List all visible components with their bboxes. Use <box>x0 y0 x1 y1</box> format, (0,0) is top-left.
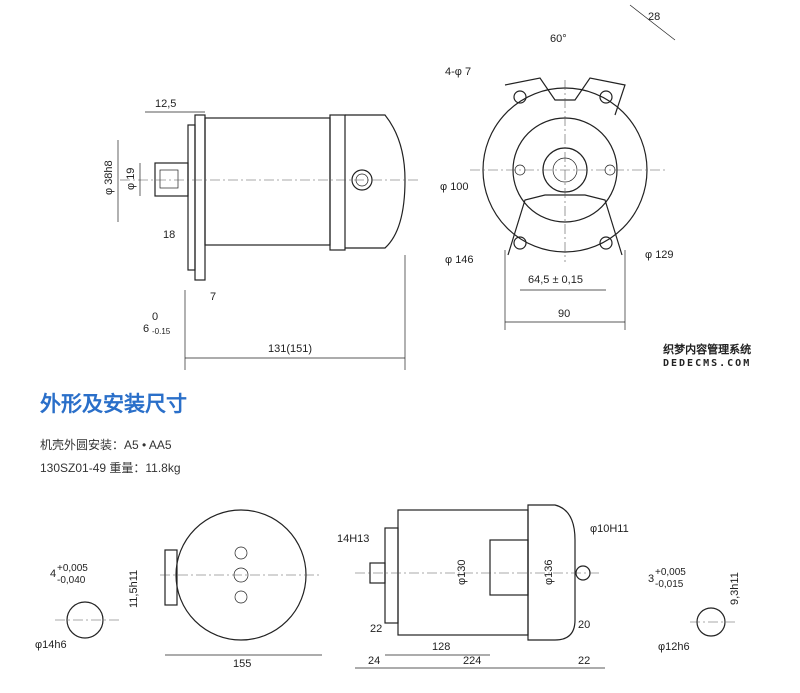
angle-60: 60° <box>550 33 567 45</box>
dim-phi19: φ 19 <box>125 168 137 190</box>
phi10h11: φ10H11 <box>590 523 629 535</box>
phi146: φ 146 <box>445 254 474 266</box>
watermark-line2: DEDECMS.COM <box>663 358 752 369</box>
dim-tol-0: 0 <box>152 311 158 323</box>
phi100: φ 100 <box>440 181 469 193</box>
dim-28: 28 <box>648 11 660 23</box>
holes-4-phi7: 4-φ 7 <box>445 66 471 78</box>
bottom-views: 4 +0,005 -0,040 11,5h11 φ14h6 155 14H13 … <box>35 504 741 670</box>
dim-6-tol: -0.15 <box>152 327 171 336</box>
top-side-view: 12,5 φ 38h8 φ 19 18 7 0 6 -0.15 131(151) <box>103 98 420 370</box>
right-shaft-diameter: φ12h6 <box>658 641 690 653</box>
dim-18: 18 <box>163 229 175 241</box>
left-key-tol-main: 4 <box>50 568 56 580</box>
dim-length: 131(151) <box>268 343 312 355</box>
dim-phi38: φ 38h8 <box>103 160 115 195</box>
right-key-depth: 9,3h11 <box>729 572 741 605</box>
left-key-depth: 11,5h11 <box>128 570 140 608</box>
dim-22-left: 22 <box>370 623 382 635</box>
dim-90: 90 <box>558 308 570 320</box>
left-key-tol-upper: +0,005 <box>57 563 88 574</box>
right-key-tol-lower: -0,015 <box>655 579 684 590</box>
dim-22-right: 22 <box>578 655 590 667</box>
dim-flange: 12,5 <box>155 98 176 110</box>
mount-info: 机壳外圆安装：A5 • AA5 <box>40 438 172 452</box>
dim-224: 224 <box>463 655 481 667</box>
phi136: φ136 <box>543 560 555 586</box>
model-weight-info: 130SZ01-49 重量：11.8kg <box>40 461 181 475</box>
section-title: 外形及安装尺寸 <box>40 393 187 416</box>
dim-20: 20 <box>578 619 590 631</box>
watermark-line1: 织梦内容管理系统 <box>663 344 752 356</box>
dim-7: 7 <box>210 291 216 303</box>
phi130: φ130 <box>456 560 468 586</box>
top-front-view: 60° 28 4-φ 7 φ 100 φ 146 φ 129 64,5 ± 0,… <box>440 4 676 330</box>
dim-14h13: 14H13 <box>337 533 369 545</box>
dim-155: 155 <box>233 658 251 670</box>
dim-24: 24 <box>368 655 380 667</box>
right-key-tol-upper: +0,005 <box>655 567 686 578</box>
watermark: 织梦内容管理系统 DEDECMS.COM <box>663 344 751 370</box>
dim-64-5: 64,5 ± 0,15 <box>528 274 583 286</box>
phi129: φ 129 <box>645 249 674 261</box>
left-shaft-diameter: φ14h6 <box>35 639 67 651</box>
right-key-tol-main: 3 <box>648 573 654 585</box>
dim-6: 6 <box>143 323 149 335</box>
left-key-tol-lower: -0,040 <box>57 575 86 586</box>
dim-128: 128 <box>432 641 450 653</box>
